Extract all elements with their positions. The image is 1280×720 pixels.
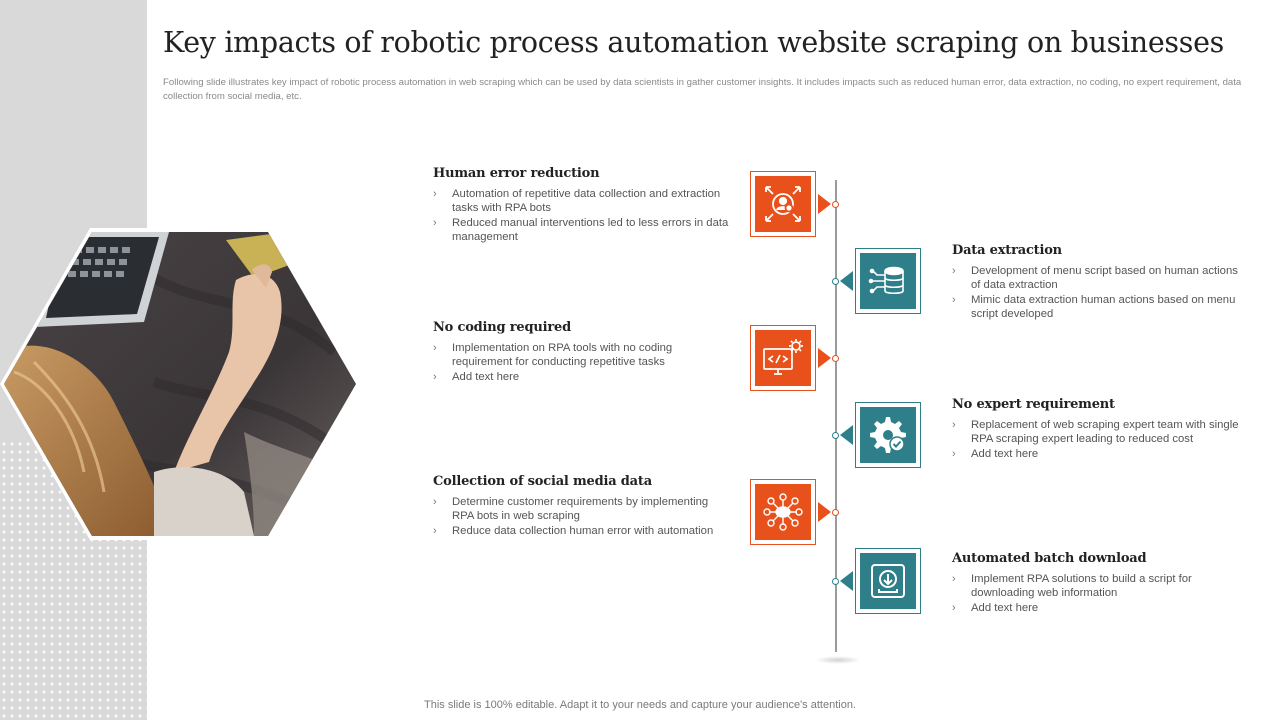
bullet: Add text here bbox=[433, 370, 733, 385]
block-no-coding: No coding required Implementation on RPA… bbox=[433, 320, 733, 384]
gear-check-icon bbox=[870, 417, 906, 453]
bullet: Development of menu script based on huma… bbox=[952, 264, 1242, 293]
bullet: Determine customer requirements by imple… bbox=[433, 495, 733, 524]
timeline-shadow bbox=[815, 656, 861, 664]
bullet: Implementation on RPA tools with no codi… bbox=[433, 341, 733, 370]
hexagon-photo-frame bbox=[0, 228, 360, 540]
block-title: No expert requirement bbox=[952, 397, 1115, 412]
block-social-media: Collection of social media data Determin… bbox=[433, 474, 733, 538]
bullet: Add text here bbox=[952, 447, 1242, 462]
pointer-arrow bbox=[818, 348, 831, 368]
icon-box-data-extraction bbox=[855, 248, 921, 314]
block-title: Automated batch download bbox=[952, 551, 1147, 566]
block-no-expert: No expert requirement Replacement of web… bbox=[952, 397, 1242, 461]
timeline-node bbox=[832, 201, 839, 208]
pointer-arrow bbox=[818, 502, 831, 522]
icon-box-human-error bbox=[750, 171, 816, 237]
block-human-error: Human error reduction Automation of repe… bbox=[433, 166, 733, 244]
block-batch-download: Automated batch download Implement RPA s… bbox=[952, 551, 1242, 615]
block-title: Data extraction bbox=[952, 243, 1062, 258]
bullet: Mimic data extraction human actions base… bbox=[952, 293, 1242, 322]
icon-box-social-media bbox=[750, 479, 816, 545]
slide-subtitle: Following slide illustrates key impact o… bbox=[163, 77, 1242, 102]
bullet: Automation of repetitive data collection… bbox=[433, 187, 733, 216]
timeline-node bbox=[832, 578, 839, 585]
icon-box-no-coding bbox=[750, 325, 816, 391]
bullet: Replacement of web scraping expert team … bbox=[952, 418, 1242, 447]
slide-footer: This slide is 100% editable. Adapt it to… bbox=[0, 699, 1280, 711]
bullet: Implement RPA solutions to build a scrip… bbox=[952, 572, 1242, 601]
timeline-node bbox=[832, 355, 839, 362]
footer-text: This slide is 100% editable. Adapt it to… bbox=[424, 699, 856, 711]
timeline-node bbox=[832, 509, 839, 516]
timeline-node bbox=[832, 432, 839, 439]
slide-title: Key impacts of robotic process automatio… bbox=[163, 26, 1224, 59]
icon-box-batch-download bbox=[855, 548, 921, 614]
pointer-arrow bbox=[840, 271, 853, 291]
social-network-icon bbox=[763, 493, 803, 531]
block-data-extraction: Data extraction Development of menu scri… bbox=[952, 243, 1242, 321]
block-title: Collection of social media data bbox=[433, 474, 652, 489]
user-target-icon bbox=[765, 186, 801, 222]
pointer-arrow bbox=[840, 425, 853, 445]
pointer-arrow bbox=[840, 571, 853, 591]
bullet: Add text here bbox=[952, 601, 1242, 616]
bullet: Reduce data collection human error with … bbox=[433, 524, 733, 539]
icon-box-no-expert bbox=[855, 402, 921, 468]
download-icon bbox=[871, 564, 905, 598]
database-network-icon bbox=[868, 266, 904, 295]
block-title: No coding required bbox=[433, 320, 571, 335]
pointer-arrow bbox=[818, 194, 831, 214]
code-monitor-gear-icon bbox=[763, 339, 803, 375]
timeline-line bbox=[835, 180, 837, 652]
timeline-node bbox=[832, 278, 839, 285]
bullet: Reduced manual interventions led to less… bbox=[433, 216, 733, 245]
block-title: Human error reduction bbox=[433, 166, 600, 181]
